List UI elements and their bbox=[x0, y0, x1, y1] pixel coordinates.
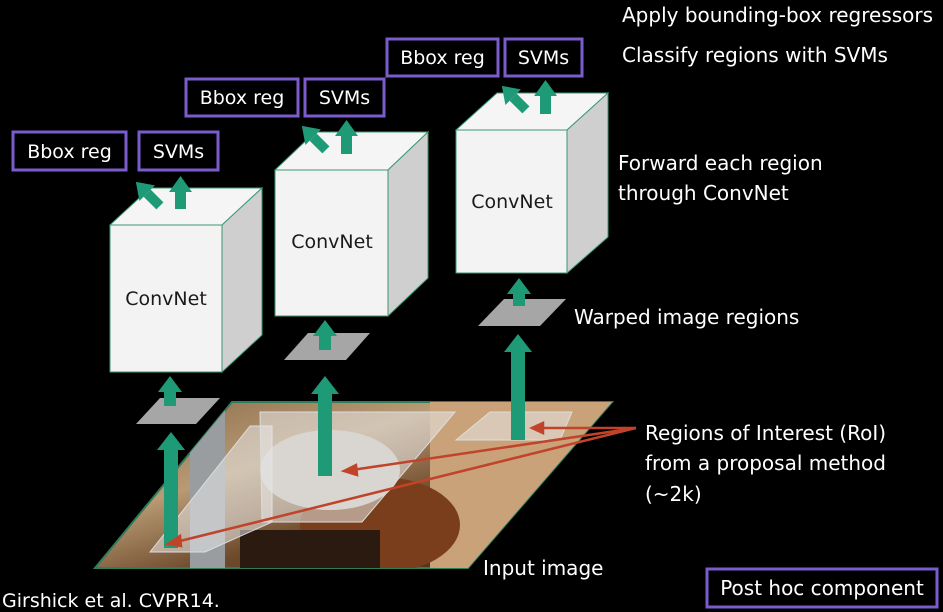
post-hoc-label: Post hoc component bbox=[720, 576, 924, 600]
up-arrow-icon bbox=[157, 432, 185, 548]
up-arrow-icon bbox=[504, 334, 532, 440]
output-boxes: Bbox reg SVMs Bbox reg SVMs Bbox reg SVM… bbox=[11, 37, 584, 172]
diagonal-arrow-icon bbox=[135, 181, 164, 210]
svms-box-3: SVMs bbox=[503, 37, 584, 78]
warped-region-1 bbox=[136, 398, 220, 424]
step-roi-line2: from a proposal method bbox=[645, 451, 886, 475]
svms-box-2: SVMs bbox=[303, 77, 386, 118]
step-roi-line3: (~2k) bbox=[645, 482, 702, 506]
convnet-cube-2: ConvNet bbox=[273, 130, 430, 318]
step-warped-regions: Warped image regions bbox=[574, 305, 799, 329]
up-arrow-icon bbox=[335, 120, 358, 154]
up-arrow-icon bbox=[534, 80, 557, 114]
step-forward-line1: Forward each region bbox=[618, 151, 823, 175]
svms-label-2: SVMs bbox=[319, 87, 370, 109]
svms-box-1: SVMs bbox=[137, 130, 220, 172]
output-arrows bbox=[135, 80, 557, 210]
step-apply-bbox-regressors: Apply bounding-box regressors bbox=[622, 3, 933, 27]
up-arrows-short bbox=[158, 278, 531, 406]
step-forward-line2: through ConvNet bbox=[618, 181, 789, 205]
up-arrows-main bbox=[157, 334, 532, 548]
convnet-cube-3: ConvNet bbox=[454, 91, 610, 275]
convnet-label-3: ConvNet bbox=[471, 191, 553, 213]
post-hoc-legend: Post hoc component bbox=[705, 567, 939, 609]
convnet-label-1: ConvNet bbox=[125, 288, 207, 310]
step-labels: Apply bounding-box regressors Classify r… bbox=[483, 3, 933, 580]
input-image bbox=[92, 401, 615, 569]
bbox-reg-label-1: Bbox reg bbox=[27, 141, 112, 163]
step-classify-svms: Classify regions with SVMs bbox=[622, 43, 888, 67]
warped-region-3 bbox=[478, 299, 566, 326]
step-input-image: Input image bbox=[483, 556, 603, 580]
bbox-reg-label-2: Bbox reg bbox=[200, 87, 285, 109]
step-roi-line1: Regions of Interest (RoI) bbox=[645, 421, 886, 445]
roi-pointers bbox=[164, 421, 637, 548]
convnet-cube-1: ConvNet bbox=[108, 186, 264, 374]
svms-label-1: SVMs bbox=[153, 141, 204, 163]
svms-label-3: SVMs bbox=[518, 47, 569, 69]
diagonal-arrow-icon bbox=[501, 85, 530, 114]
convnet-label-2: ConvNet bbox=[291, 231, 373, 253]
bbox-reg-box-1: Bbox reg bbox=[11, 130, 128, 172]
up-arrow-icon bbox=[311, 376, 339, 476]
bbox-reg-label-3: Bbox reg bbox=[400, 47, 485, 69]
bbox-reg-box-3: Bbox reg bbox=[385, 37, 500, 78]
roi-region-2 bbox=[259, 411, 457, 523]
citation: Girshick et al. CVPR14. bbox=[2, 590, 220, 612]
up-arrow-icon bbox=[158, 376, 182, 406]
bbox-reg-box-2: Bbox reg bbox=[184, 77, 300, 118]
up-arrow-icon bbox=[169, 176, 192, 209]
up-arrow-icon bbox=[507, 278, 531, 306]
up-arrow-icon bbox=[313, 320, 337, 350]
diagonal-arrow-icon bbox=[301, 125, 330, 154]
